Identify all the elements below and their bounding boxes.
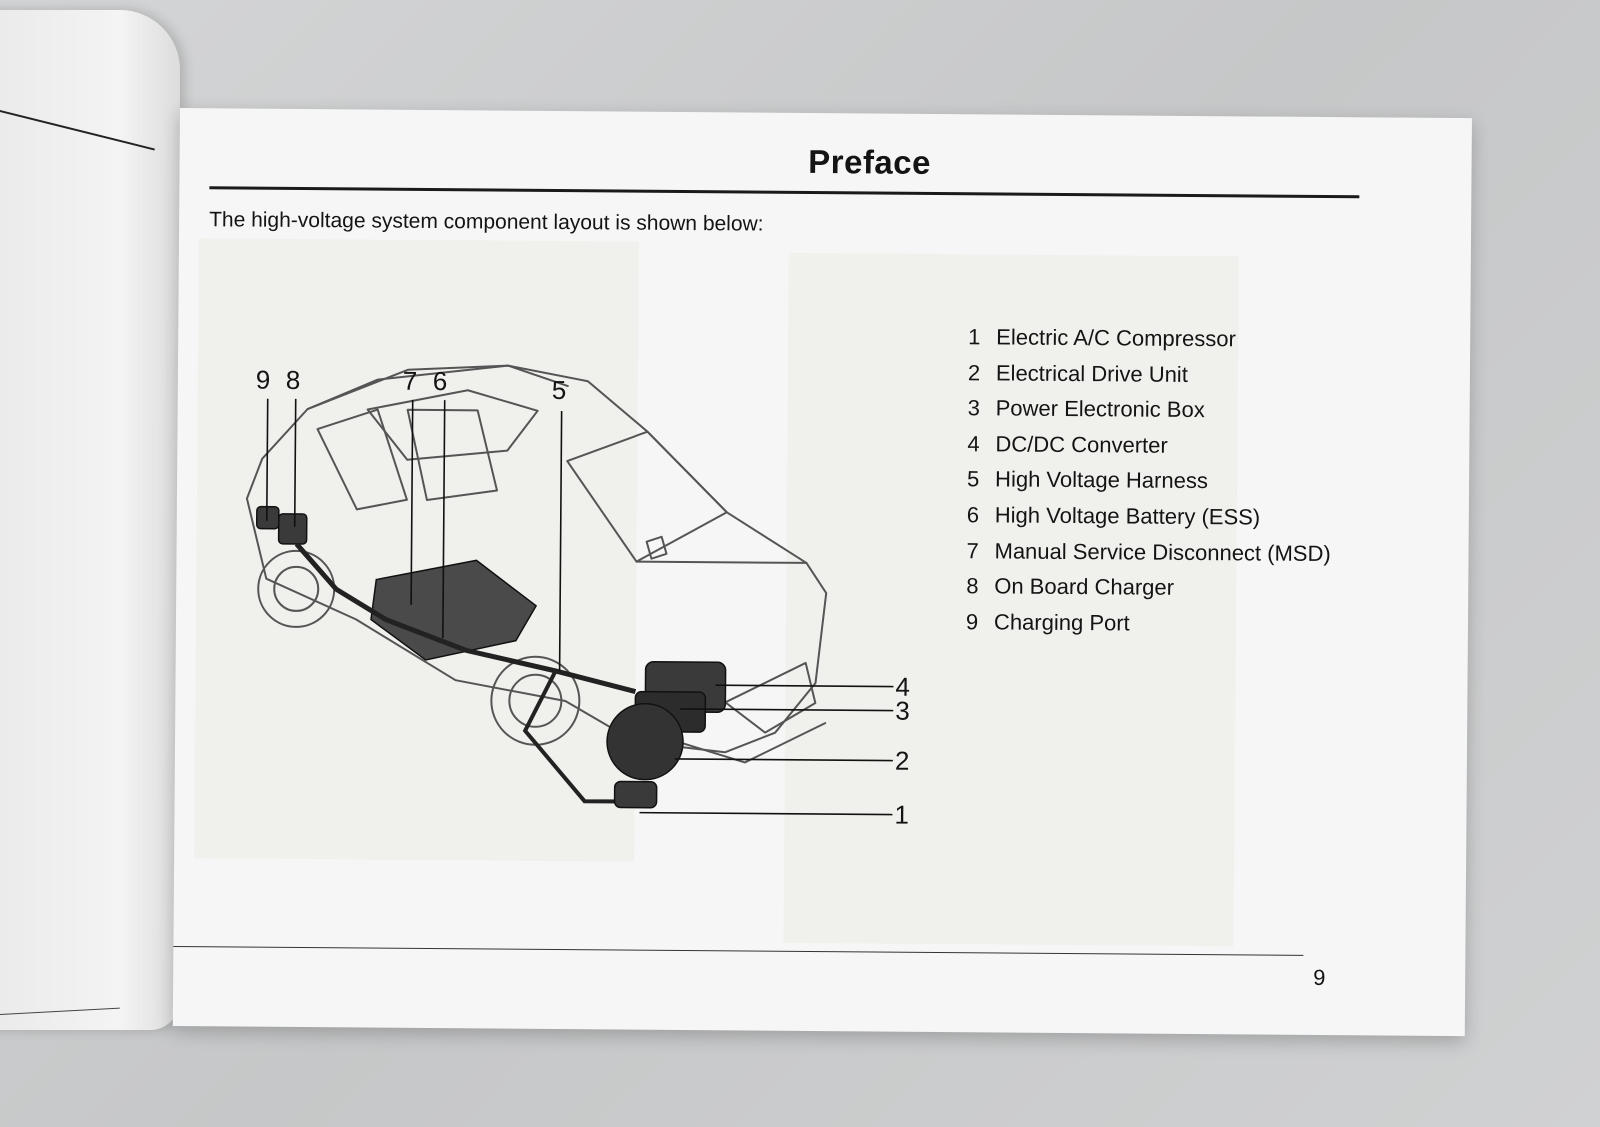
hv-harness-cable [294, 542, 637, 695]
rear-wheel [257, 549, 336, 628]
page-title: Preface [808, 142, 932, 181]
legend-number: 4 [967, 430, 980, 457]
legend-label: High Voltage Battery (ESS) [994, 502, 1261, 530]
leader-line-5 [558, 411, 563, 672]
left-page-footer-rule [0, 1007, 120, 1016]
callout-3: 3 [895, 696, 910, 726]
hv-battery-component [370, 559, 538, 661]
car-body-outline [245, 364, 828, 754]
legend-number: 7 [966, 537, 979, 563]
legend-item: 3 Power Electronic Box [967, 395, 1367, 434]
legend-label: Charging Port [993, 609, 1130, 636]
car-sunroof [366, 389, 539, 461]
hv-harness-cable-front [522, 670, 625, 804]
leader-line-1 [639, 811, 893, 816]
leader-line-7 [410, 399, 414, 605]
legend-number: 2 [967, 359, 981, 385]
on-board-charger-component [277, 513, 308, 545]
legend-item: 2 Electrical Drive Unit [968, 360, 1368, 399]
car-mirror [645, 535, 668, 560]
legend-label: Power Electronic Box [995, 395, 1205, 423]
car-windshield [566, 430, 728, 563]
leader-line-3 [680, 708, 894, 712]
legend-label: On Board Charger [994, 573, 1175, 600]
legend-number: 1 [968, 324, 981, 350]
legend-item: 1 Electric A/C Compressor [968, 324, 1368, 363]
electric-drive-unit-component [606, 702, 684, 781]
legend-item: 6 High Voltage Battery (ESS) [967, 502, 1367, 541]
callout-1: 1 [894, 800, 909, 825]
legend-label: Manual Service Disconnect (MSD) [994, 537, 1331, 566]
callout-6: 6 [433, 366, 448, 396]
legend-item: 9 Charging Port [966, 609, 1366, 648]
leader-line-6 [442, 400, 446, 639]
legend-item: 7 Manual Service Disconnect (MSD) [966, 538, 1366, 577]
footer-rule [173, 945, 1304, 956]
callout-9: 9 [256, 365, 271, 395]
rear-wheel-hub [273, 565, 320, 612]
legend-item: 8 On Board Charger [966, 573, 1366, 612]
component-legend: 1 Electric A/C Compressor 2 Electrical Dri… [966, 324, 1369, 647]
manual-page: Preface The high-voltage system componen… [172, 108, 1472, 1037]
callout-4: 4 [895, 672, 910, 702]
legend-label: DC/DC Converter [995, 431, 1168, 458]
legend-number: 6 [966, 502, 980, 528]
legend-item: 5 High Voltage Harness [967, 467, 1367, 506]
leader-line-4 [715, 684, 894, 688]
callout-7: 7 [403, 366, 418, 396]
legend-label: Electric A/C Compressor [996, 324, 1236, 352]
leader-line-9 [265, 398, 269, 521]
legend-number: 8 [966, 573, 979, 599]
ac-compressor-component [613, 780, 658, 809]
leader-line-2 [674, 758, 893, 762]
car-side-window [316, 408, 408, 511]
car-roof-line [306, 364, 569, 411]
car-grille [724, 661, 817, 734]
legend-number: 5 [967, 466, 980, 492]
leader-line-8 [293, 398, 297, 527]
callout-2: 2 [895, 746, 910, 776]
hv-component-diagram: 9 8 7 6 5 4 3 2 1 [245, 364, 910, 825]
car-side-window-rear [406, 408, 499, 501]
charging-port-component [255, 505, 280, 530]
legend-label: High Voltage Harness [995, 466, 1208, 494]
callout-5: 5 [552, 375, 567, 405]
callout-8: 8 [286, 365, 301, 395]
legend-number: 3 [967, 395, 981, 421]
header-rule [209, 186, 1360, 199]
front-wheel-hub [508, 673, 563, 728]
intro-text: The high-voltage system component layout… [209, 208, 764, 236]
left-page-header-rule [0, 105, 155, 151]
car-hood-line [635, 560, 808, 564]
legend-label: Electrical Drive Unit [995, 360, 1188, 387]
legend-item: 4 DC/DC Converter [967, 431, 1367, 470]
legend-number: 9 [965, 608, 979, 635]
left-page-edge [0, 10, 180, 1030]
page-number: 9 [1313, 964, 1326, 991]
